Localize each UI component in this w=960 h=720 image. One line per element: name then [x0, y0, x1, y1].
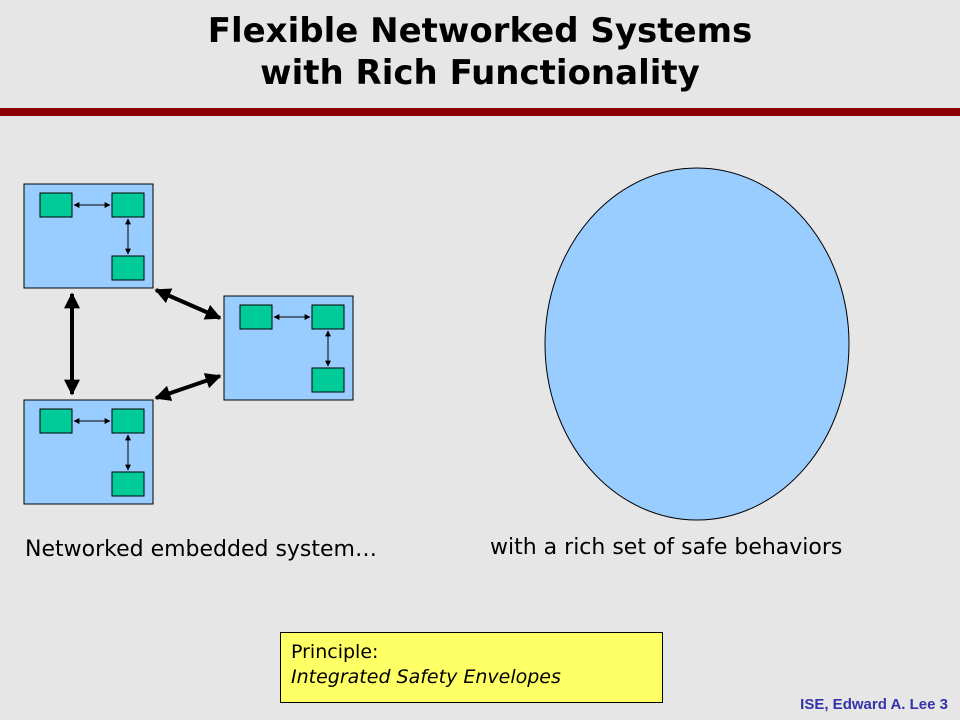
principle-text: Integrated Safety Envelopes [291, 666, 561, 688]
component-box [39, 192, 73, 218]
network-link-bottom-right [154, 373, 222, 401]
principle-label: Principle: [291, 641, 379, 663]
component-box [311, 367, 345, 393]
node-bottom-left [23, 399, 154, 505]
component-box [311, 304, 345, 330]
title-line-2: with Rich Functionality [260, 53, 700, 93]
node-top-left [23, 183, 154, 289]
slide-title: Flexible Networked Systems with Rich Fun… [0, 10, 960, 94]
node-right [223, 295, 354, 401]
component-box [39, 408, 73, 434]
component-box [111, 192, 145, 218]
safe-behaviors-ellipse [544, 167, 850, 521]
caption-networked-system: Networked embedded system… [25, 537, 377, 562]
component-box [239, 304, 273, 330]
component-box [111, 471, 145, 497]
title-underline-bar [0, 108, 960, 116]
principle-box: Principle: Integrated Safety Envelopes [280, 632, 663, 703]
component-box [111, 255, 145, 281]
slide-footer: ISE, Edward A. Lee 3 [800, 696, 948, 713]
caption-safe-behaviors: with a rich set of safe behaviors [490, 535, 843, 560]
title-line-1: Flexible Networked Systems [207, 11, 753, 51]
component-box [111, 408, 145, 434]
network-link-top-right [154, 288, 222, 320]
